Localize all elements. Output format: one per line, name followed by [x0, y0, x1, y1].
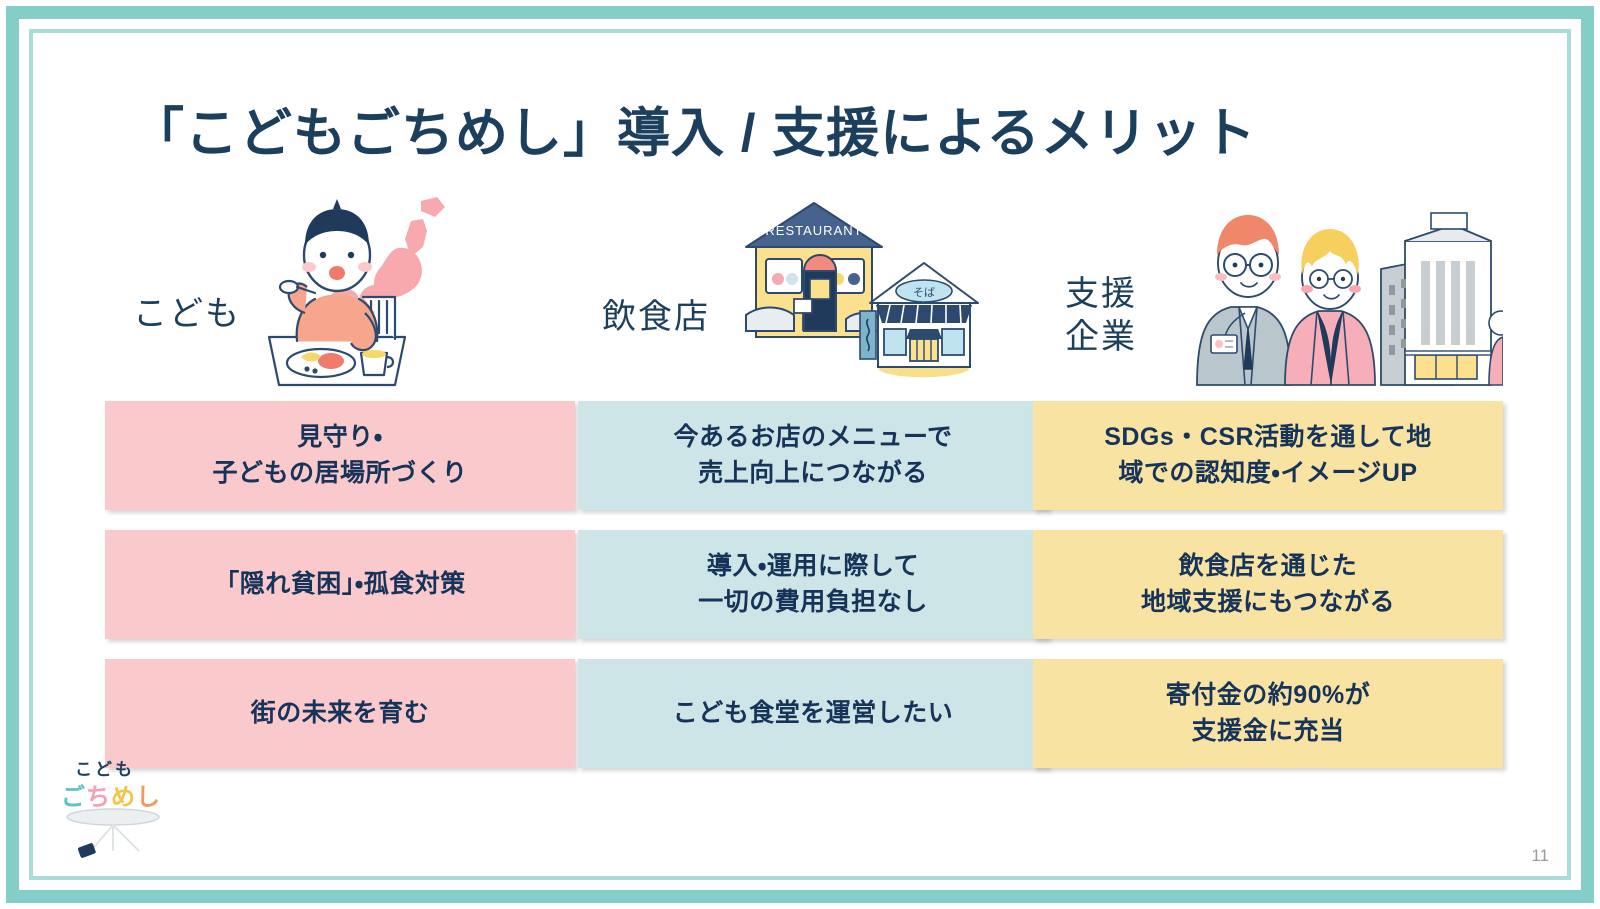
column-label-shien-kigyo: 支援 企業: [1065, 275, 1137, 356]
logo-char-me: め: [111, 784, 136, 811]
slide-canvas: 「こどもごちめし」導入 / 支援によるメリット こども: [33, 33, 1567, 876]
column-label-kodomo: こども: [133, 295, 241, 333]
slide-frame-outer: [6, 6, 1594, 903]
benefit-box[interactable]: 寄付金の約90%が 支援金に充当: [1033, 659, 1503, 768]
business-people-and-office-building-illustration: [1153, 193, 1514, 388]
benefit-box[interactable]: 導入・運用に際して 一切の費用負担なし: [578, 530, 1048, 639]
column-label-inshokuten: 飲食店: [602, 298, 710, 336]
column-shien-kigyo: 支援 企業: [1033, 193, 1514, 833]
svg-text:RESTAURANT: RESTAURANT: [765, 223, 862, 238]
benefit-box[interactable]: SDGs・CSR活動を通して地 域での認知度・イメージUP: [1033, 401, 1503, 510]
page-title: 「こどもごちめし」導入 / 支援によるメリット: [131, 104, 1257, 163]
column-kodomo: こども: [105, 193, 575, 833]
table-plate-icon: [66, 808, 160, 858]
benefit-box-list-kodomo: 見守り・ 子どもの居場所づくり 「隠れ貧困」・孤食対策 街の未来を育む: [105, 401, 575, 788]
logo-char-go: ご: [61, 784, 86, 811]
benefit-box[interactable]: 今あるお店のメニューで 売上向上につながる: [578, 401, 1048, 510]
benefit-box[interactable]: 「隠れ貧困」・孤食対策: [105, 530, 575, 639]
kodomo-gochimeshi-logo[interactable]: こども ごちめし: [53, 753, 183, 858]
page-number: 11: [1531, 846, 1549, 865]
logo-char-chi: ち: [86, 784, 111, 811]
svg-text:そば: そば: [913, 286, 935, 299]
column-header-kodomo: こども: [105, 193, 575, 398]
benefit-box[interactable]: 街の未来を育む: [105, 659, 575, 768]
benefit-box[interactable]: 飲食店を通じた 地域支援にもつながる: [1033, 530, 1503, 639]
benefit-box-list-inshokuten: 今あるお店のメニューで 売上向上につながる 導入・運用に際して 一切の費用負担な…: [578, 401, 1048, 788]
logo-char-shi: し: [136, 784, 161, 811]
benefit-box[interactable]: こども食堂を運営したい: [578, 659, 1048, 768]
logo-text-kodomo: こども: [75, 760, 135, 779]
benefit-box[interactable]: 見守り・ 子どもの居場所づくり: [105, 401, 575, 510]
slide-frame-inner: [29, 29, 1571, 880]
benefit-box-list-shien-kigyo: SDGs・CSR活動を通して地 域での認知度・イメージUP 飲食店を通じた 地域…: [1033, 401, 1503, 788]
column-inshokuten: 飲食店 RESTAURANT: [578, 193, 1048, 833]
column-header-inshokuten: 飲食店 RESTAURANT: [578, 193, 1048, 398]
benefit-columns: こども: [33, 193, 1567, 833]
child-eating-with-japan-map-illustration: [245, 193, 475, 388]
logo-text-gochimeshi: ごちめし: [61, 777, 161, 812]
column-header-shien-kigyo: 支援 企業: [1033, 193, 1514, 398]
restaurant-and-japanese-shop-illustration: RESTAURANT: [728, 193, 988, 388]
